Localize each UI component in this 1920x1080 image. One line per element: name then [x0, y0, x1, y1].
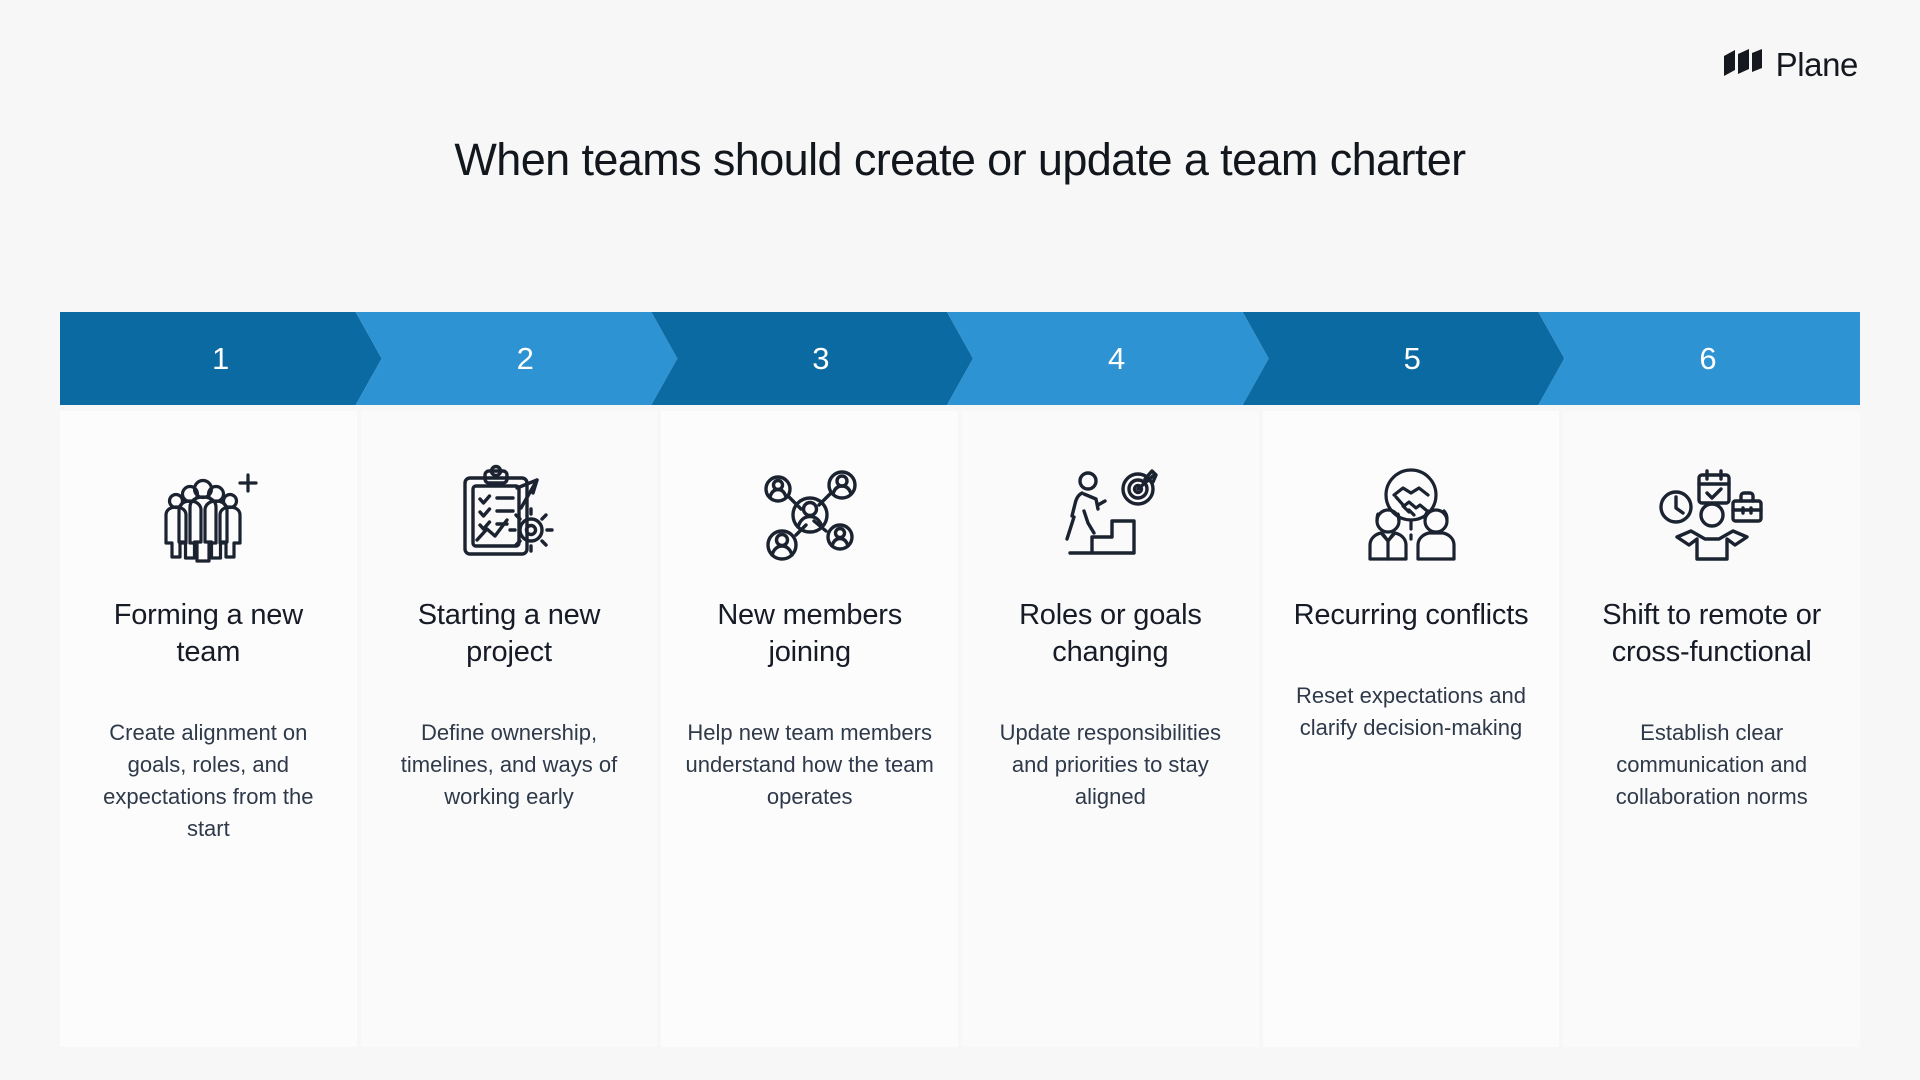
chevron-shape — [1538, 312, 1861, 405]
person-stairs-target-icon — [1054, 455, 1166, 575]
team-group-add-icon — [152, 455, 264, 575]
step-columns: Forming a new team Create alignment on g… — [60, 411, 1861, 1047]
page-title: When teams should create or update a tea… — [454, 134, 1466, 185]
step-card-3: New members joining Help new team member… — [661, 411, 959, 1047]
step-heading: Roles or goals changing — [1019, 599, 1202, 669]
work-life-balance-icon — [1657, 455, 1767, 575]
chevron-shape — [1243, 312, 1565, 405]
step-body: Create alignment on goals, roles, and ex… — [103, 720, 314, 841]
step-heading: Recurring conflicts — [1293, 599, 1529, 631]
step-card-4: Roles or goals changing Update responsib… — [962, 411, 1259, 1047]
chevron-number: 4 — [1107, 341, 1126, 376]
step-card-5: Recurring conflicts Reset expectations a… — [1262, 411, 1560, 1047]
step-heading: Starting a new project — [417, 599, 601, 669]
step-card-2: Starting a new project Define ownership,… — [360, 411, 658, 1047]
plane-logo-mark-icon — [1722, 48, 1764, 83]
chevron-step-5: 5 — [1243, 312, 1565, 405]
chevron-step-4: 4 — [947, 312, 1269, 405]
brand-name: Plane — [1775, 46, 1859, 83]
step-heading: Shift to remote or cross-functional — [1602, 599, 1822, 669]
brand-logo: Plane — [1722, 48, 1858, 83]
chevron-shape — [60, 312, 382, 405]
chevron-number: 1 — [211, 341, 230, 376]
chevron-number: 6 — [1699, 341, 1718, 376]
chevron-number: 2 — [516, 341, 535, 376]
step-body: Help new team members understand how the… — [685, 720, 934, 809]
chevron-number: 5 — [1403, 341, 1422, 376]
chevron-step-3: 3 — [651, 312, 973, 405]
step-heading: Forming a new team — [113, 599, 303, 669]
step-body: Reset expectations and clarify decision-… — [1296, 683, 1526, 740]
infographic: 1 2 3 4 5 6 — [60, 312, 1861, 1047]
people-network-icon — [756, 455, 864, 575]
chevron-shape — [651, 312, 973, 405]
clipboard-checklist-gear-icon — [455, 455, 563, 575]
chevron-step-2: 2 — [356, 312, 678, 405]
step-body: Define ownership, timelines, and ways of… — [400, 720, 618, 809]
step-heading: New members joining — [717, 599, 903, 669]
chevron-step-6: 6 — [1538, 312, 1861, 405]
step-card-1: Forming a new team Create alignment on g… — [60, 411, 357, 1047]
chevron-number: 3 — [812, 341, 831, 376]
chevron-shape — [947, 312, 1269, 405]
chevron-shape — [356, 312, 678, 405]
step-body: Establish clear communication and collab… — [1615, 720, 1808, 809]
step-card-6: Shift to remote or cross-functional Esta… — [1563, 411, 1861, 1047]
chevron-banner: 1 2 3 4 5 6 — [60, 312, 1861, 405]
step-body: Update responsibilities and priorities t… — [999, 720, 1222, 809]
handshake-two-people-icon — [1356, 455, 1466, 575]
chevron-step-1: 1 — [60, 312, 382, 405]
